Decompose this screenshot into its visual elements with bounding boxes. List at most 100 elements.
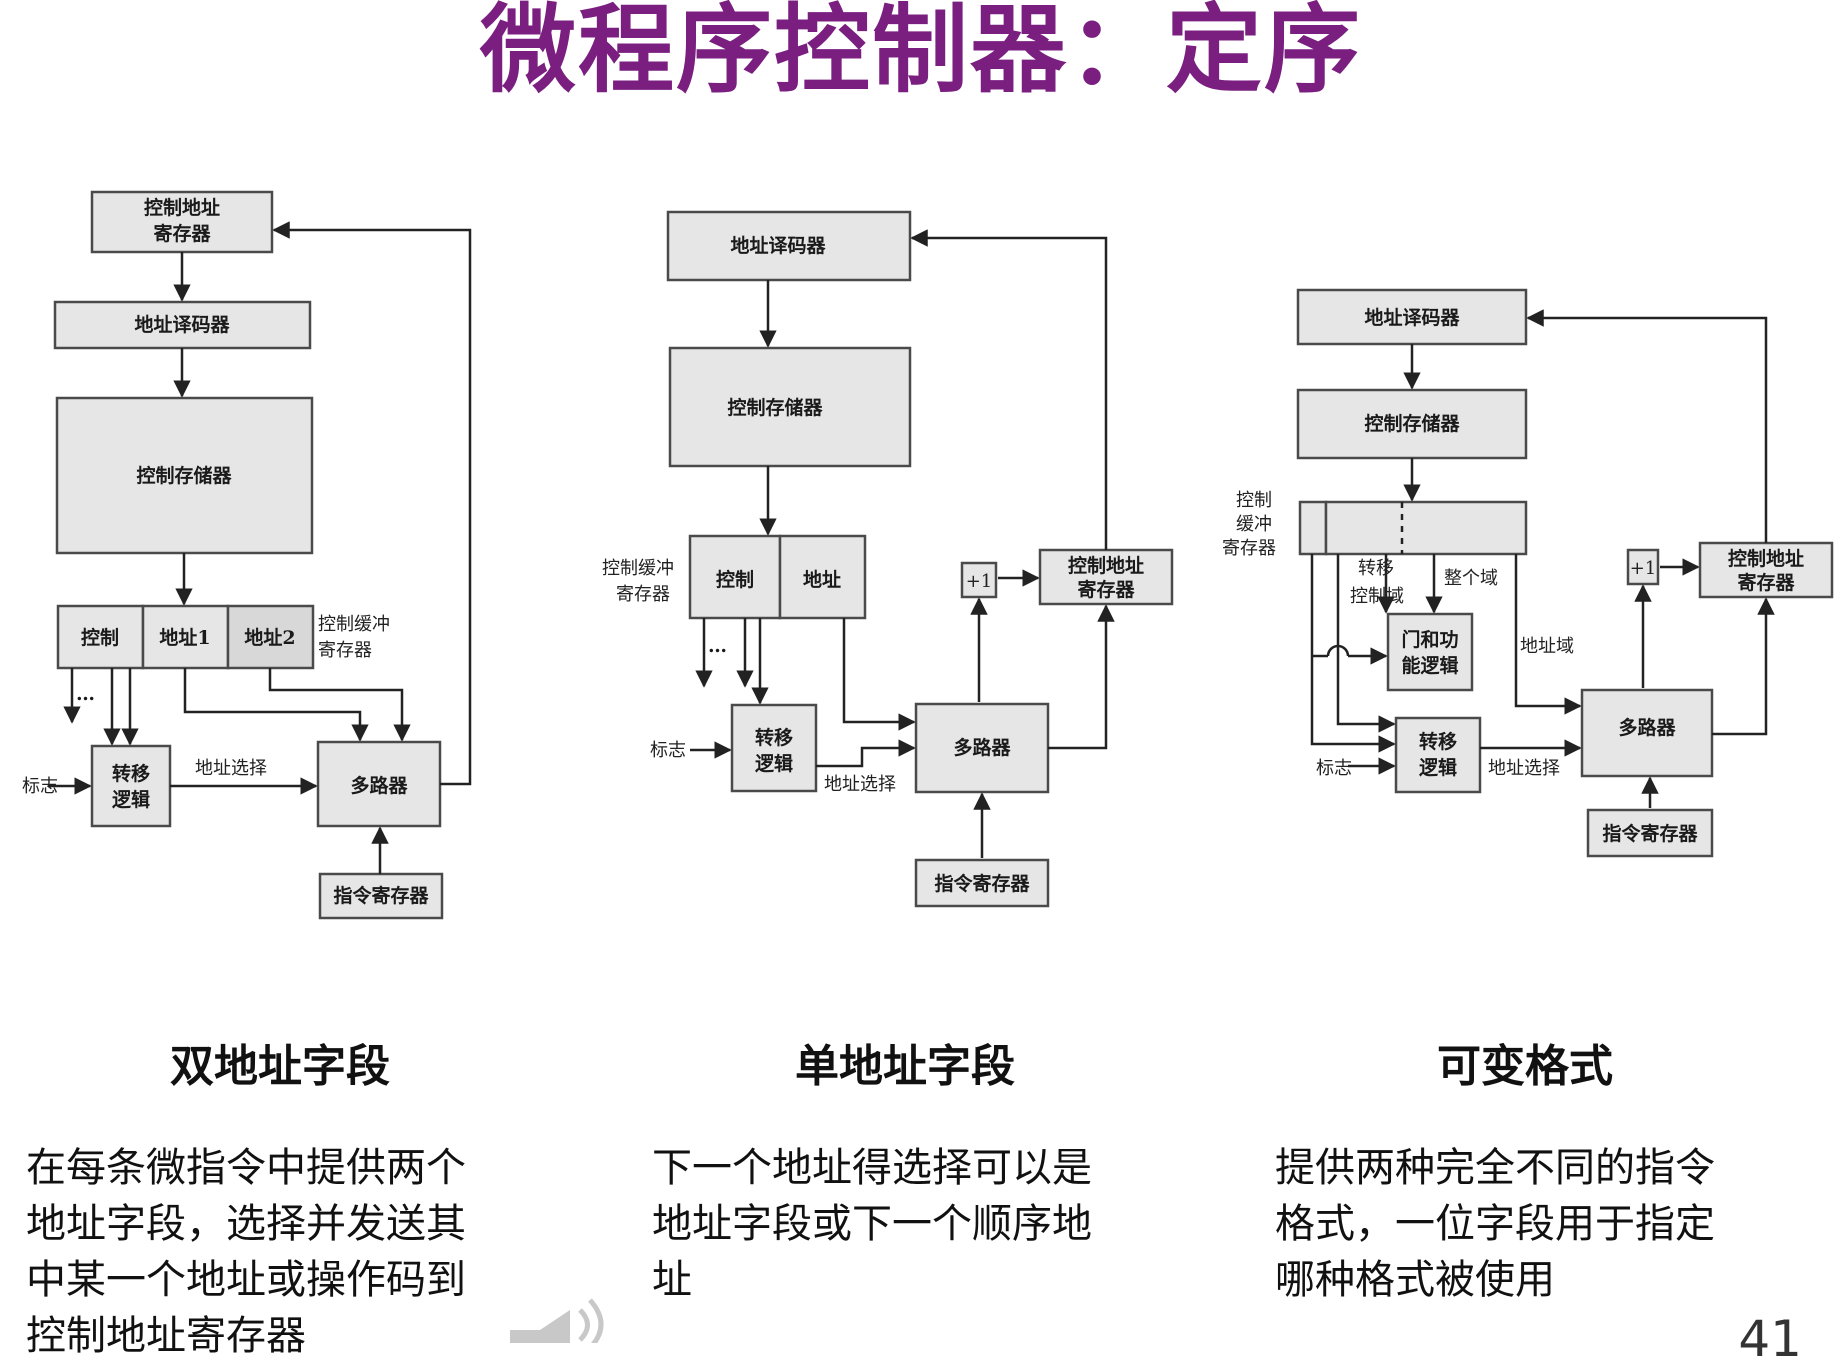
d3-memory-box <box>1296 388 1528 460</box>
d3-mux-label: 多路器 <box>1618 716 1676 739</box>
d2-field-addr-label: 地址 <box>803 568 841 591</box>
d2-car-to-decoder <box>910 229 1108 550</box>
d1-addr2-to-mux <box>268 668 411 742</box>
d1-decoder-box <box>53 300 312 350</box>
d1-cbr-label-1: 控制缓冲 <box>318 614 390 635</box>
d3-whole-field-label: 整个域 <box>1444 568 1498 589</box>
d1-mux-to-car <box>272 221 472 786</box>
d3-memory-label: 控制存储器 <box>1364 412 1460 435</box>
d3-addr-field-label: 地址域 <box>1520 636 1574 657</box>
desc-line: 址 <box>652 1257 692 1303</box>
d3-bit-to-branch <box>1310 554 1396 753</box>
d2-decoder-box <box>666 210 912 282</box>
d1-car-label-2: 寄存器 <box>153 222 211 245</box>
d1-dots: … <box>76 683 95 705</box>
d2-ir-label: 指令寄存器 <box>934 872 1030 895</box>
d3-decoder-box <box>1296 288 1528 346</box>
d3-branch-ctrl-label-1: 转移 <box>1358 558 1394 579</box>
d3-flag-label: 标志 <box>1316 758 1352 779</box>
d1-ir-label: 指令寄存器 <box>333 884 429 907</box>
d2-memory-label: 控制存储器 <box>727 396 823 419</box>
desc-line: 下一个地址得选择可以是 <box>652 1145 1092 1191</box>
d1-branch-label-1: 转移 <box>112 762 150 785</box>
d3-addr-select-label: 地址选择 <box>1488 758 1560 779</box>
d3-cbr-body <box>1324 500 1528 556</box>
d3-branch-box <box>1394 716 1482 794</box>
d1-addr1-to-mux <box>183 668 369 742</box>
d1-ir-box <box>318 872 444 920</box>
d3-ir-label: 指令寄存器 <box>1602 822 1698 845</box>
d3-addrfield-to-mux <box>1514 554 1582 715</box>
d3-gate-box <box>1386 612 1474 692</box>
d2-branch-box <box>730 703 818 793</box>
d3-cbr-label-1: 控制 <box>1236 490 1272 511</box>
d3-cbr-label-2: 缓冲 <box>1236 514 1272 535</box>
desc-line: 提供两种完全不同的指令 <box>1275 1145 1715 1191</box>
d3-branch-ctrl-label-2: 控制域 <box>1350 586 1404 607</box>
d2-addr-to-mux <box>842 618 916 731</box>
d2-branch-label-2: 逻辑 <box>755 752 793 775</box>
d1-flag-label: 标志 <box>22 776 58 797</box>
d3-gate-label-1: 门和功 <box>1401 628 1458 651</box>
section-desc-variable: 提供两种完全不同的指令 格式，一位字段用于指定 哪种格式被使用 <box>1275 1140 1835 1308</box>
d2-dots: … <box>708 635 727 657</box>
desc-line: 中某一个地址或操作码到 <box>26 1257 466 1303</box>
section-desc-single: 下一个地址得选择可以是 地址字段或下一个顺序地 址 <box>652 1140 1212 1308</box>
d2-car-label-2: 寄存器 <box>1077 578 1135 601</box>
d2-cbr-label-2: 寄存器 <box>616 584 670 605</box>
desc-line: 格式，一位字段用于指定 <box>1275 1201 1715 1247</box>
d3-car-label-1: 控制地址 <box>1728 547 1804 570</box>
d2-memory-box <box>668 346 912 468</box>
section-desc-dual: 在每条微指令中提供两个 地址字段，选择并发送其 中某一个地址或操作码到 控制地址… <box>26 1140 586 1364</box>
speaker-icon[interactable] <box>500 1290 620 1343</box>
section-title-single: 单地址字段 <box>795 1041 1015 1092</box>
d3-car-to-decoder <box>1526 309 1768 543</box>
d1-mux-label: 多路器 <box>350 774 408 797</box>
d3-car-label-2: 寄存器 <box>1737 571 1795 594</box>
d3-gate-label-2: 能逻辑 <box>1401 654 1458 677</box>
d1-branch-label-2: 逻辑 <box>112 788 150 811</box>
d1-car-label-1: 控制地址 <box>144 196 220 219</box>
d1-cbr-label-2: 寄存器 <box>318 640 372 661</box>
d1-addr-select-label: 地址选择 <box>195 758 267 779</box>
d3-decoder-label: 地址译码器 <box>1364 306 1460 329</box>
d3-cbr-label-3: 寄存器 <box>1222 538 1276 559</box>
d3-mux-box <box>1580 688 1714 778</box>
d2-plus1-box <box>960 561 998 599</box>
d2-field-addr <box>778 534 867 620</box>
diagram-variable-format: 地址译码器 控制存储器 控制 缓冲 寄存器 转移 控制域 整个域 门和功 能逻辑… <box>1222 288 1834 858</box>
d1-memory-box <box>55 396 314 555</box>
d2-field-ctrl <box>688 534 782 620</box>
d2-branch-to-mux <box>816 739 916 768</box>
section-title-variable: 可变格式 <box>1437 1041 1613 1092</box>
d2-cbr-label-1: 控制缓冲 <box>602 558 674 579</box>
page-number: 41 <box>1738 1310 1802 1368</box>
d2-ir-box <box>914 858 1050 908</box>
d2-addr-select-label: 地址选择 <box>824 774 896 795</box>
desc-line: 地址字段或下一个顺序地 <box>652 1201 1092 1247</box>
d3-branch-label-2: 逻辑 <box>1419 756 1457 779</box>
d3-branchctrl-to-branch <box>1336 554 1396 733</box>
d2-flag-label: 标志 <box>650 740 686 761</box>
slide-title: 微程序控制器：定序 <box>480 0 1362 106</box>
desc-line: 在每条微指令中提供两个 <box>26 1145 466 1191</box>
d1-field-addr1-label: 地址1 <box>159 626 210 649</box>
d2-decoder-label: 地址译码器 <box>730 234 826 257</box>
d1-field-addr2 <box>226 604 315 670</box>
d3-plus1-label: +1 <box>1630 558 1657 579</box>
diagram-single-address: 地址译码器 控制存储器 控制缓冲 寄存器 控制 地址 … +1 控制地址 寄存器… <box>602 210 1174 908</box>
diagram-dual-address: 控制地址 寄存器 地址译码器 控制存储器 控制 地址1 地址2 控制缓冲 寄存器… <box>22 190 472 920</box>
d3-car-box <box>1698 541 1834 599</box>
d3-cbr-bit <box>1298 500 1328 556</box>
d1-field-ctrl-label: 控制 <box>81 626 119 649</box>
d1-car-box <box>90 190 274 254</box>
d3-ir-box <box>1586 808 1714 858</box>
desc-line: 哪种格式被使用 <box>1275 1257 1555 1303</box>
desc-line: 地址字段，选择并发送其 <box>26 1201 466 1247</box>
d2-mux-label: 多路器 <box>953 736 1011 759</box>
d2-car-label-1: 控制地址 <box>1068 554 1144 577</box>
d2-branch-label-1: 转移 <box>755 726 793 749</box>
d1-memory-label: 控制存储器 <box>136 464 232 487</box>
d2-plus1-label: +1 <box>966 571 993 592</box>
